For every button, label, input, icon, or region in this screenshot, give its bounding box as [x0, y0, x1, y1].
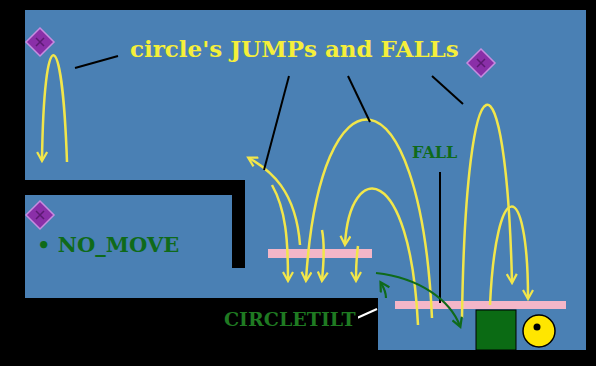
title-callout: circle's JUMPs and FALLs	[128, 36, 461, 62]
state-label: • NO_MOVE	[35, 233, 181, 257]
circletilt-label: CIRCLETILT	[222, 309, 358, 331]
fall-label: FALL	[410, 144, 459, 162]
